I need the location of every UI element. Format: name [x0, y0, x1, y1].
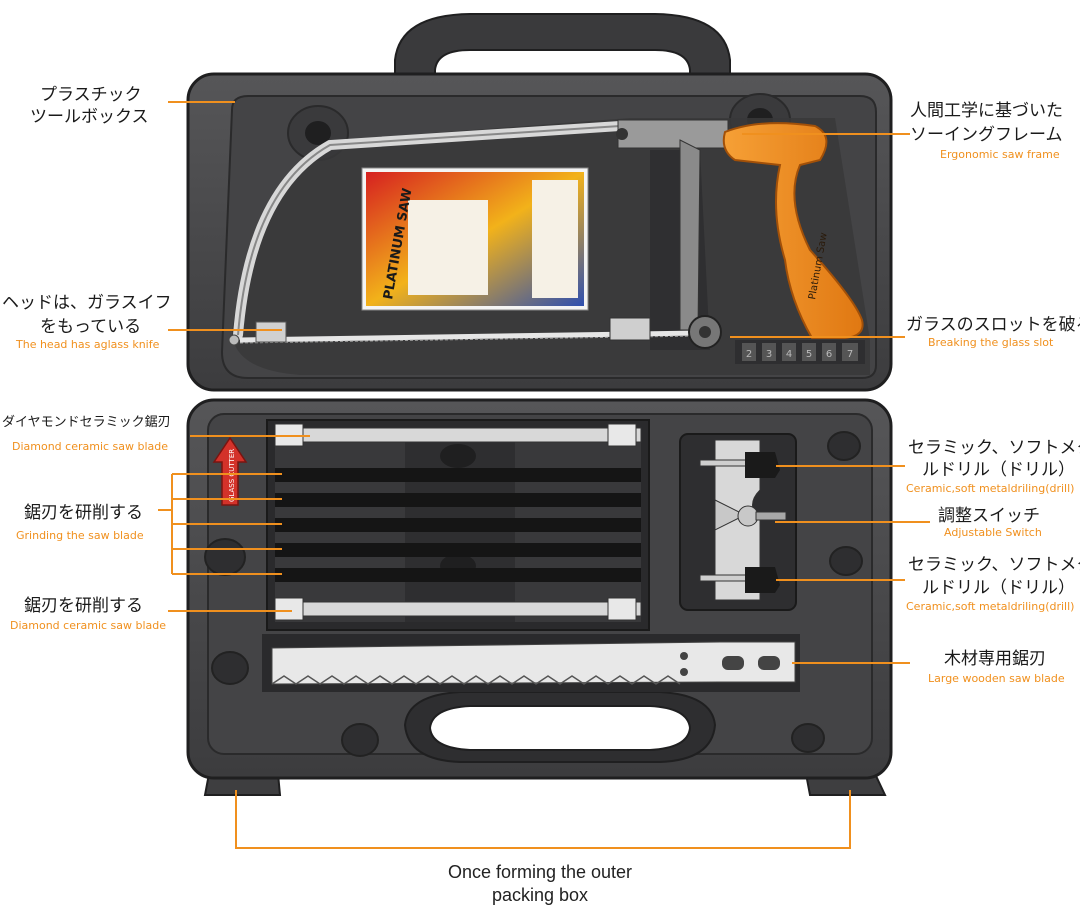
wood-blade-label-en: Large wooden saw blade	[928, 672, 1065, 685]
head-label-line2: をもっている	[40, 317, 142, 337]
case-boss	[341, 723, 379, 757]
switch-label-en: Adjustable Switch	[944, 526, 1042, 539]
instruction-card: PLATINUM SAW	[361, 167, 589, 311]
drill-top-line2: ルドリル（ドリル）	[922, 460, 1075, 480]
frame-label-line1: 人間工学に基づいた	[910, 101, 1063, 121]
drill-top-line1: セラミック、ソフトメタ	[908, 438, 1080, 458]
grinding-blade	[275, 543, 641, 557]
callout-lines	[158, 101, 930, 849]
grinding-blade	[275, 518, 641, 532]
grinding-blade	[275, 568, 641, 582]
box-label-line1: プラスチック	[40, 85, 142, 105]
case-boss	[791, 723, 825, 753]
slot-number: 4	[786, 349, 792, 360]
diamond-bottom-label: 鋸刃を研削する	[24, 596, 143, 616]
frame-bracket	[617, 119, 729, 149]
slot-number: 6	[826, 349, 832, 360]
wing-nut-switch	[714, 499, 787, 531]
case-boss	[211, 651, 249, 685]
diamond-blade-top	[274, 427, 642, 443]
case-boss	[827, 431, 861, 461]
diamond-top-label-en: Diamond ceramic saw blade	[12, 440, 169, 453]
grinding-label: 鋸刃を研削する	[24, 503, 143, 523]
wooden-saw-blade	[262, 634, 800, 692]
frame-label-en: Ergonomic saw frame	[940, 148, 1060, 161]
glass-cutter-tool: GLASS CUTTER	[212, 436, 248, 506]
diamond-top-label: ダイヤモンドセラミック鋸刃	[2, 415, 171, 430]
case-boss	[829, 546, 863, 576]
drill-top-en: Ceramic,soft metaldriling(drill)	[906, 482, 1075, 495]
bottom-caption-line2: packing box	[491, 885, 589, 905]
bottom-caption-line1: Once forming the outer	[447, 862, 633, 882]
slot-number: 2	[746, 349, 752, 360]
callout-bracket-outer-box	[235, 790, 851, 849]
grinding-label-en: Grinding the saw blade	[16, 529, 144, 542]
drill-bottom-en: Ceramic,soft metaldriling(drill)	[906, 600, 1075, 613]
glass-slot-label-en: Breaking the glass slot	[928, 336, 1054, 349]
slot-number: 5	[806, 349, 812, 360]
head-label-en: The head has aglass knife	[16, 338, 160, 351]
glass-cutter-text: GLASS CUTTER	[228, 449, 236, 502]
grinding-blade	[275, 468, 641, 482]
frame-label-line2: ソーイングフレーム	[910, 125, 1063, 145]
upper-case: 2 3 4 5 6 7 PLATINUM SAW	[186, 13, 893, 392]
drill-bit-bottom	[699, 567, 780, 593]
lower-case: GLASS CUTTER	[186, 398, 893, 796]
case-top-handle	[394, 13, 731, 96]
slot-number: 3	[766, 349, 772, 360]
drill-bottom-line1: セラミック、ソフトメタ	[908, 555, 1080, 575]
blade-rack	[266, 419, 650, 631]
drill-holder	[679, 433, 797, 611]
diamond-bottom-label-en: Diamond ceramic saw blade	[10, 619, 167, 632]
slot-number: 7	[847, 349, 853, 360]
callout-bracket-grinding	[158, 473, 282, 575]
switch-label: 調整スイッチ	[938, 506, 1040, 526]
grinding-blade	[275, 493, 641, 507]
drill-bottom-line2: ルドリル（ドリル）	[922, 578, 1075, 598]
box-label-line2: ツールボックス	[30, 107, 149, 127]
diamond-blade-bottom	[274, 601, 642, 617]
glass-slot-label: ガラスのスロットを破る	[906, 315, 1080, 335]
wood-blade-label: 木材専用鋸刃	[944, 649, 1046, 669]
glass-slot-row: 2 3 4 5 6 7	[735, 340, 865, 364]
tension-knob	[609, 315, 722, 349]
case-boss	[204, 538, 246, 576]
head-label-line1: ヘッドは、ガラスイフ	[2, 293, 172, 313]
glass-knife-head	[255, 321, 287, 343]
drill-bit-top	[699, 452, 780, 478]
